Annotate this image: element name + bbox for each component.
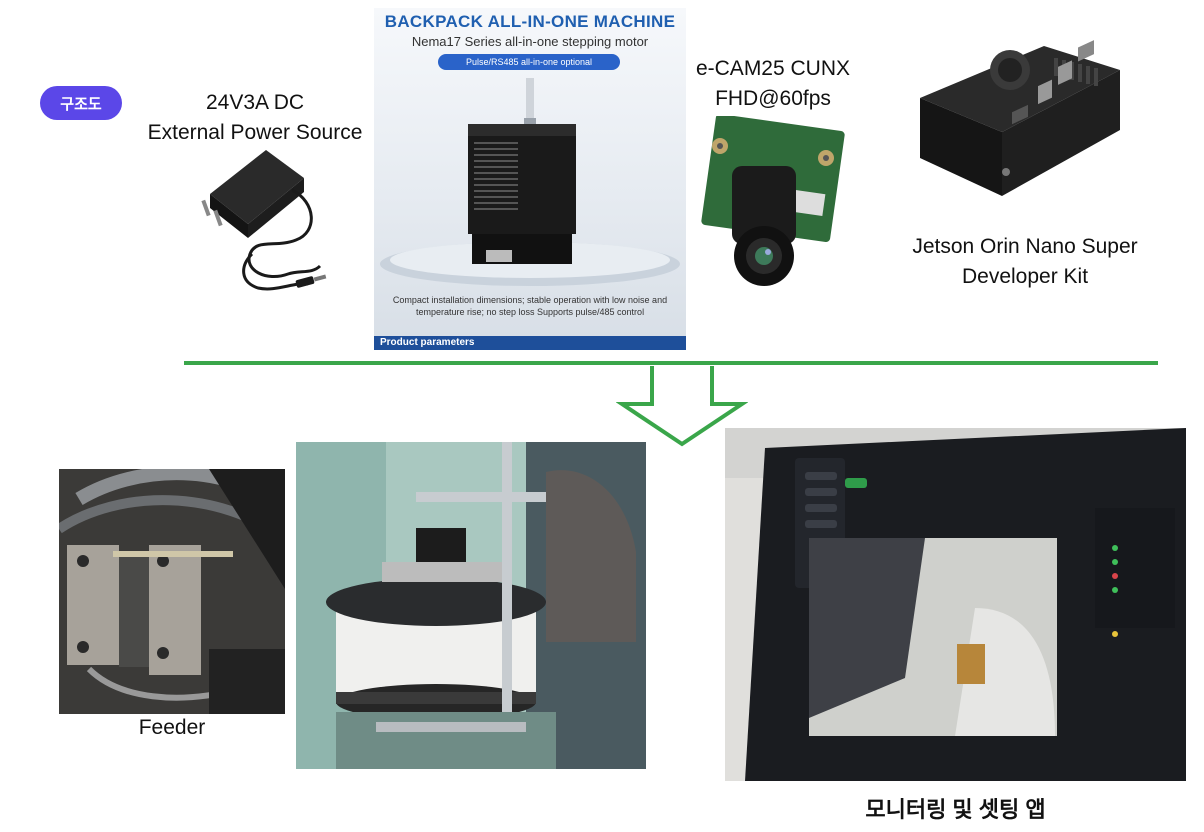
- power-caption-line1: 24V3A DC: [205, 91, 305, 114]
- feeder-photo: [59, 469, 285, 714]
- camera-caption-line1: e-CAM25 CUNX: [695, 57, 851, 80]
- power-caption-line2: External Power Source: [147, 121, 363, 144]
- power-adapter-icon: [201, 150, 327, 291]
- motor-description: Compact installation dimensions; stable …: [392, 295, 668, 317]
- motor-subtitle: Nema17 Series all-in-one stepping motor: [411, 34, 649, 49]
- jetson-caption-line2: Developer Kit: [961, 265, 1089, 288]
- camera-caption-line2: FHD@60fps: [715, 87, 831, 110]
- app-caption: 모니터링 및 셋팅 앱: [865, 797, 1046, 822]
- motor-option-pill: Pulse/RS485 all-in-one optional: [438, 54, 620, 70]
- power-caption: 24V3A DC External Power Source: [138, 88, 372, 148]
- camera-module-icon: [701, 116, 845, 286]
- jetson-board-icon: [920, 40, 1120, 196]
- tablet-app-image: [725, 428, 1186, 781]
- diagram-badge: 구조도: [40, 86, 122, 120]
- jetson-caption-line1: Jetson Orin Nano Super: [912, 235, 1138, 258]
- motor-product-panel: BACKPACK ALL-IN-ONE MACHINE Nema17 Serie…: [374, 8, 686, 350]
- motor-footer: Product parameters: [374, 336, 686, 350]
- machine-photo: [296, 442, 646, 769]
- stepper-motor-icon: [380, 78, 680, 286]
- camera-caption: e-CAM25 CUNX FHD@60fps: [676, 54, 870, 114]
- feeder-caption: Feeder: [138, 716, 206, 739]
- section-divider: [184, 361, 1158, 365]
- motor-title: BACKPACK ALL-IN-ONE MACHINE: [384, 12, 676, 31]
- tablet-photo: [725, 428, 1186, 781]
- jetson-caption: Jetson Orin Nano Super Developer Kit: [896, 232, 1154, 292]
- machine-image: [296, 442, 646, 769]
- down-arrow-icon: [616, 366, 748, 447]
- feeder-image: [59, 469, 285, 714]
